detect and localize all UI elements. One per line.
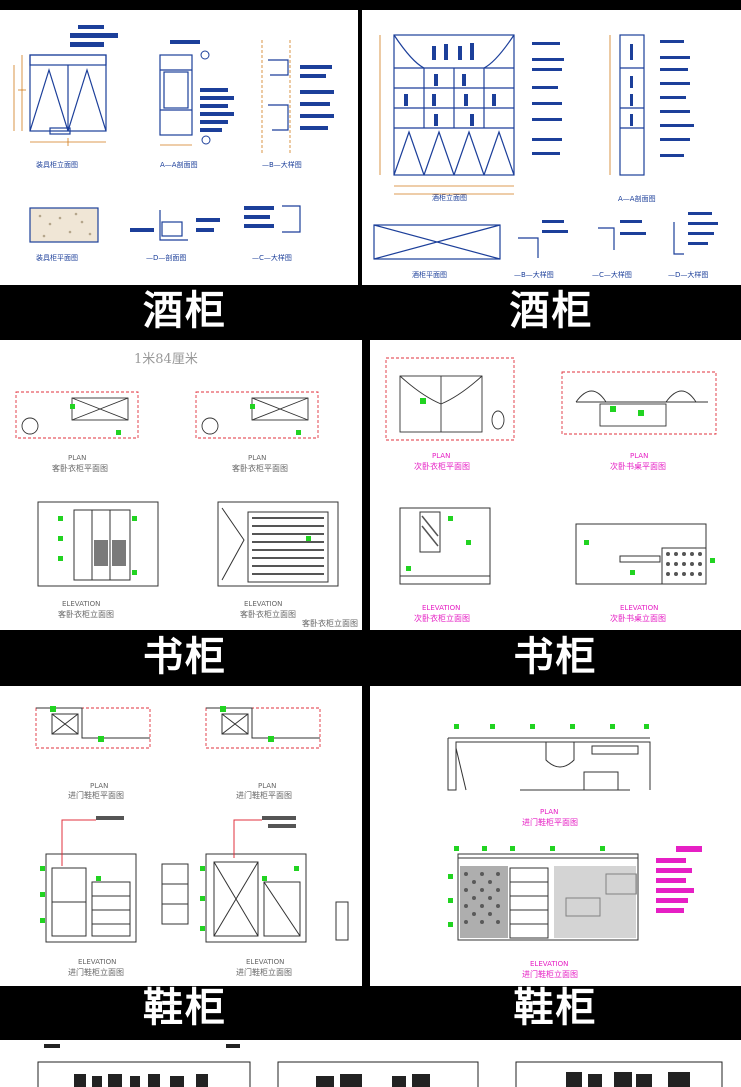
title-band: 鞋柜 (0, 985, 370, 1034)
caption-3: —B—大样图 (262, 161, 302, 169)
caption-5: ELEVATION (422, 604, 461, 612)
drawing-sheet: 1米84厘米 PLAN 客卧衣柜平面图 PLAN 客卧衣柜平面图 ELEVATI… (0, 340, 362, 630)
panel-title: 书柜 (513, 634, 598, 680)
caption-6: 客卧衣柜立面图 (58, 610, 114, 619)
caption-1: PLAN (540, 808, 559, 816)
caption-4: 装具柜平面图 (36, 254, 78, 262)
caption-5: ELEVATION (62, 600, 101, 608)
panel-title: 鞋柜 (513, 985, 598, 1031)
caption-7: ELEVATION (244, 600, 283, 608)
title-band: 书柜 (0, 630, 370, 686)
panel-shoe-cabinet-2: PLAN 进门鞋柜平面图 ELEVATION 进门鞋柜立面图 鞋柜 (370, 686, 741, 1040)
panel-title: 鞋柜 (143, 985, 227, 1031)
panel-shoe-cabinet-1: PLAN 进门鞋柜平面图 PLAN 进门鞋柜平面图 ELEVATION 进门鞋柜… (0, 686, 370, 1040)
caption-9: 客卧衣柜立面图 (302, 619, 358, 628)
caption-3: PLAN (248, 454, 267, 462)
panel-wine-cabinet-2: 酒柜立面图 A—A剖面图 酒柜平面图 —B—大样图 —C—大样图 —D—大样图 … (362, 0, 741, 340)
caption-3: 酒柜平面图 (412, 271, 447, 279)
caption-6: 次卧衣柜立面图 (414, 614, 470, 623)
caption-2: 进门鞋柜平面图 (522, 818, 578, 827)
panel-title: 书柜 (143, 634, 227, 680)
caption-2: 进门鞋柜平面图 (68, 791, 124, 800)
panel-title: 酒柜 (143, 288, 227, 334)
title-band: 酒柜 (362, 285, 741, 340)
caption-6: —C—大样图 (252, 254, 292, 262)
panel-bookcase-2: PLAN 次卧衣柜平面图 PLAN 次卧书桌平面图 ELEVATION 次卧衣柜… (370, 340, 741, 686)
panel-wine-cabinet-1: 装具柜立面图 A—A剖面图 —B—大样图 装具柜平面图 —D—剖面图 —C—大样… (0, 0, 370, 340)
caption-6: —D—大样图 (668, 271, 709, 279)
title-band: 鞋柜 (370, 985, 741, 1034)
caption-1: 酒柜立面图 (432, 194, 467, 202)
caption-2: 次卧衣柜平面图 (414, 462, 470, 471)
drawing-sheet: PLAN 次卧衣柜平面图 PLAN 次卧书桌平面图 ELEVATION 次卧衣柜… (370, 340, 741, 630)
title-band: 酒柜 (0, 285, 370, 340)
cad-drawing (37, 1044, 723, 1087)
caption-1: PLAN (432, 452, 451, 460)
caption-1: PLAN (68, 454, 87, 462)
caption-5: —C—大样图 (592, 271, 632, 279)
caption-5: ELEVATION (78, 958, 117, 966)
partial-drawing-strip (0, 1040, 741, 1087)
caption-5: —D—剖面图 (146, 254, 187, 262)
caption-7: ELEVATION (620, 604, 659, 612)
caption-3: PLAN (258, 782, 277, 790)
caption-4: 次卧书桌平面图 (610, 462, 666, 471)
cad-drawing (373, 34, 718, 260)
caption-4: 客卧衣柜平面图 (232, 464, 288, 473)
cad-drawing (447, 724, 702, 941)
cad-drawing (13, 25, 334, 243)
drawing-sheet: PLAN 进门鞋柜平面图 PLAN 进门鞋柜平面图 ELEVATION 进门鞋柜… (0, 686, 362, 986)
caption-2: A—A剖面图 (618, 195, 656, 203)
caption-6: 进门鞋柜立面图 (68, 968, 124, 977)
caption-1: PLAN (90, 782, 109, 790)
drawing-sheet: 装具柜立面图 A—A剖面图 —B—大样图 装具柜平面图 —D—剖面图 —C—大样… (0, 10, 358, 285)
caption-1: 装具柜立面图 (36, 161, 78, 169)
caption-3: PLAN (630, 452, 649, 460)
caption-2: 客卧衣柜平面图 (52, 464, 108, 473)
panel-title: 酒柜 (509, 288, 594, 334)
caption-2: A—A剖面图 (160, 161, 198, 169)
cad-drawing (385, 357, 717, 585)
caption-4: —B—大样图 (514, 271, 554, 279)
page-header: 1米84厘米 (134, 352, 198, 367)
cad-drawing (15, 391, 339, 587)
caption-4: 进门鞋柜立面图 (522, 970, 578, 979)
caption-4: 进门鞋柜平面图 (236, 791, 292, 800)
drawing-sheet: 酒柜立面图 A—A剖面图 酒柜平面图 —B—大样图 —C—大样图 —D—大样图 (362, 10, 741, 285)
drawing-sheet: PLAN 进门鞋柜平面图 ELEVATION 进门鞋柜立面图 (370, 686, 741, 986)
caption-3: ELEVATION (530, 960, 569, 968)
caption-8: 进门鞋柜立面图 (236, 968, 292, 977)
caption-8: 客卧衣柜立面图 (240, 610, 296, 619)
panel-bookcase-1: 1米84厘米 PLAN 客卧衣柜平面图 PLAN 客卧衣柜平面图 ELEVATI… (0, 340, 370, 686)
caption-8: 次卧书桌立面图 (610, 614, 666, 623)
caption-7: ELEVATION (246, 958, 285, 966)
cad-drawing (35, 706, 349, 943)
title-band: 书柜 (370, 630, 741, 686)
